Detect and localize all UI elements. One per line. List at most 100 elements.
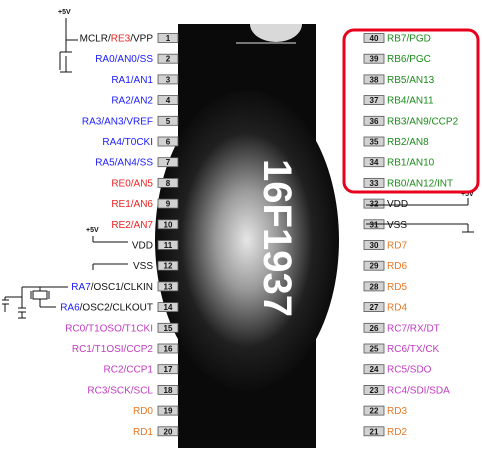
pin-number: 12 <box>164 262 173 271</box>
pin-number: 6 <box>166 138 171 147</box>
pin-label-part: /OSC1/CLKIN <box>91 282 153 293</box>
pin-label: RA5/AN4/SS <box>95 158 153 169</box>
pin-label: RC1/T1OSI/CCP2 <box>72 344 154 355</box>
pin-number: 16 <box>164 345 173 354</box>
pin-label: RE0/AN5 <box>111 178 153 189</box>
left-pin-12: 12 VSS <box>133 260 179 272</box>
pin-number: 5 <box>166 117 171 126</box>
pin-label-part: /OSC2/CLKOUT <box>80 303 153 314</box>
pin-label-part: RC7/RX/DT <box>387 323 440 334</box>
pin-number: 39 <box>370 55 379 64</box>
pin-label: RB1/AN10 <box>387 158 435 169</box>
pin-label-part: RE0/AN5 <box>111 178 153 189</box>
pin-pad <box>157 74 179 85</box>
pin-pad <box>363 53 385 64</box>
pin-number: 34 <box>370 158 379 167</box>
pin-number: 22 <box>370 407 379 416</box>
pin-pad <box>363 198 385 209</box>
pin-label: RA2/AN2 <box>111 96 153 107</box>
pin-label: RA0/AN0/SS <box>95 54 153 65</box>
pin-label-part: RA4/T0CKI <box>102 137 153 148</box>
pin-number: 36 <box>370 117 379 126</box>
chip-glow <box>155 90 339 390</box>
pin-number: 28 <box>370 282 379 291</box>
pin-number: 8 <box>166 179 171 188</box>
left-pin-1: 1 MCLR/RE3/VPP <box>80 33 179 45</box>
pin-label-part: RA5/AN4/SS <box>95 158 153 169</box>
pin-label: MCLR/RE3/VPP <box>80 34 154 45</box>
left-pin-group: 1MCLR/RE3/VPP2RA0/AN0/SS3RA1/AN14RA2/AN2… <box>60 33 179 438</box>
pin-label-part: RB5/AN13 <box>387 75 435 86</box>
right-pin-30: 30 RD7 <box>363 240 407 252</box>
pin-number: 25 <box>370 345 379 354</box>
pin-label: RB7/PGD <box>387 34 431 45</box>
pin-label-part: RD6 <box>387 261 407 272</box>
pin-pad <box>157 136 179 147</box>
mclr-circuit <box>59 18 78 73</box>
pin-number: 14 <box>164 303 173 312</box>
pin-label-part: RC4/SDI/SDA <box>387 385 450 396</box>
vss-right-ground <box>366 223 474 233</box>
pin-label: RD3 <box>387 406 407 417</box>
vss-left-ground <box>92 263 128 270</box>
pin-pad <box>363 95 385 105</box>
chip-name-label: 16F1937 <box>255 159 299 317</box>
pin-pad <box>157 364 179 375</box>
pin-number: 18 <box>164 386 173 395</box>
pin-number: 30 <box>370 241 379 250</box>
pin-label-part: VSS <box>133 261 153 272</box>
pin-label-part: MCLR/ <box>80 34 111 45</box>
pin-label: VSS <box>133 261 153 272</box>
pin-pad <box>363 405 385 416</box>
pin-pad <box>157 260 179 271</box>
vdd-right-circuit <box>366 198 469 206</box>
pin-label: RB2/AN8 <box>387 137 429 148</box>
pin-pad <box>157 53 179 64</box>
pin-number: 11 <box>164 241 173 250</box>
pin-label: RB3/AN9/CCP2 <box>387 116 459 127</box>
pin-number: 19 <box>164 407 173 416</box>
pin-pad <box>157 157 179 168</box>
pin-number: 38 <box>370 75 379 84</box>
pin-pad <box>157 343 179 354</box>
pin-label: RD4 <box>387 303 407 314</box>
pin-label: RB0/AN12/INT <box>387 178 453 189</box>
pin-number: 23 <box>370 386 379 395</box>
chip-notch-line <box>236 42 296 44</box>
pin-label-part: RD2 <box>387 427 407 438</box>
left-pin-8: 8 RE0/AN5 <box>111 177 179 189</box>
pin-pad <box>157 177 179 188</box>
pin-label-part: RE2/AN7 <box>111 220 153 231</box>
pin-pad <box>363 177 385 188</box>
pin-number: 1 <box>166 34 171 43</box>
pin-label: RD1 <box>133 427 153 438</box>
pin-label-part: RA7 <box>71 282 91 293</box>
pin-label: RC0/T1OSO/T1CKI <box>65 323 153 334</box>
pin-pad <box>157 115 179 126</box>
pin-label: RD7 <box>387 241 407 252</box>
left-pin-13: 13 RA7/OSC1/CLKIN <box>71 281 179 293</box>
pin-label-part: RC0/T1OSO/T1CKI <box>65 323 153 334</box>
pin-pad <box>363 157 385 168</box>
pin-number: 13 <box>164 282 173 291</box>
pin-label: RB6/PGC <box>387 54 431 65</box>
pin-number: 17 <box>164 365 173 374</box>
pin-label: RB5/AN13 <box>387 75 435 86</box>
pin-pad <box>363 115 385 126</box>
pin-label-part: RD4 <box>387 303 407 314</box>
